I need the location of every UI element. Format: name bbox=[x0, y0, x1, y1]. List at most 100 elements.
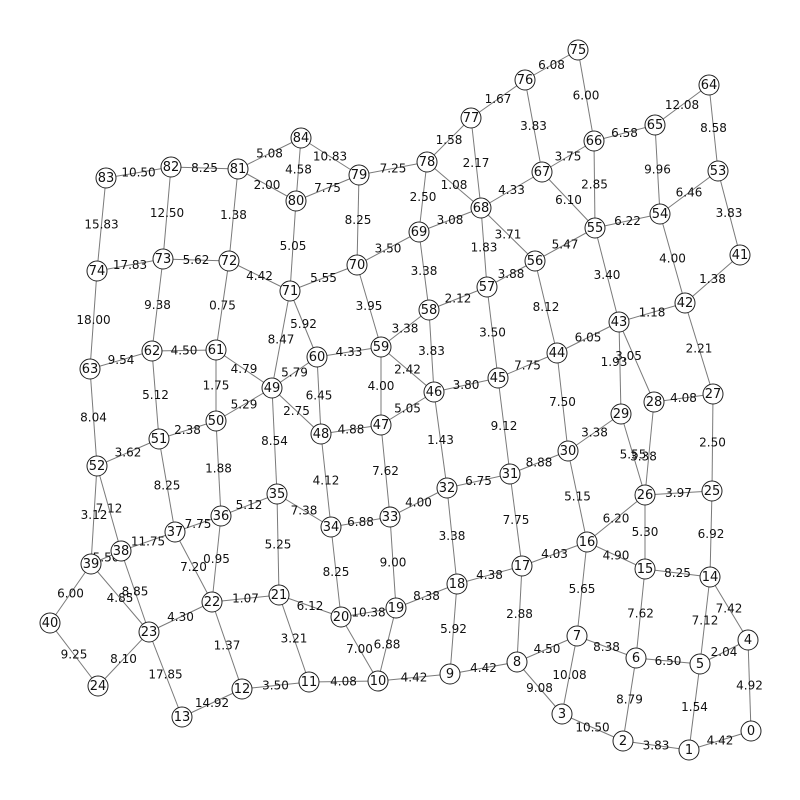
graph-node: 83 bbox=[95, 167, 117, 189]
edge-78-79 bbox=[358, 161, 428, 176]
edge-26-29 bbox=[620, 413, 646, 496]
node-label: 13 bbox=[174, 710, 191, 725]
edge-weight-label: 3.83 bbox=[716, 206, 743, 220]
edge-55-67 bbox=[541, 171, 596, 229]
node-label: 70 bbox=[349, 258, 366, 273]
graph-node: 53 bbox=[707, 160, 729, 182]
node-label: 49 bbox=[264, 381, 281, 396]
edge-weight-label: 3.80 bbox=[453, 378, 480, 392]
node-label: 69 bbox=[411, 225, 428, 240]
node-circle bbox=[702, 383, 724, 405]
edge-weight-label: 5.65 bbox=[569, 582, 596, 596]
edge-weight-label: 8.04 bbox=[80, 411, 107, 425]
node-label: 82 bbox=[163, 160, 180, 175]
node-label: 28 bbox=[646, 395, 663, 410]
graph-node: 74 bbox=[86, 260, 108, 282]
graph-node: 4 bbox=[737, 629, 759, 651]
edge-1-2 bbox=[622, 740, 690, 751]
edge-63-74 bbox=[89, 270, 98, 370]
edge-weight-label: 1.37 bbox=[214, 639, 241, 653]
node-circle bbox=[86, 455, 108, 477]
edge-weight-label: 2.21 bbox=[686, 342, 713, 356]
edge-weight-label: 4.92 bbox=[736, 679, 763, 693]
node-circle bbox=[141, 340, 163, 362]
edge-weight-label: 8.85 bbox=[122, 585, 149, 599]
nodes-layer: 0123456789101112131415161718192021222324… bbox=[39, 39, 762, 761]
edge-48-60 bbox=[316, 356, 322, 435]
edge-labels-layer: 4.424.923.831.5410.508.799.0810.082.047.… bbox=[57, 58, 763, 753]
edge-12-13 bbox=[181, 688, 243, 718]
edge-weight-label: 1.75 bbox=[203, 379, 230, 393]
node-label: 47 bbox=[373, 418, 390, 433]
graph-node: 57 bbox=[476, 276, 498, 298]
node-label: 79 bbox=[351, 168, 368, 183]
edge-weight-label: 3.38 bbox=[581, 426, 608, 440]
edge-weight-label: 2.17 bbox=[463, 156, 490, 170]
node-label: 34 bbox=[323, 520, 340, 535]
edge-55-66 bbox=[593, 140, 596, 229]
node-circle bbox=[729, 244, 751, 266]
edge-0-1 bbox=[688, 730, 752, 751]
node-label: 18 bbox=[449, 577, 466, 592]
edge-weight-label: 8.25 bbox=[345, 213, 372, 227]
graph-node: 17 bbox=[511, 555, 533, 577]
edge-70-71 bbox=[289, 264, 358, 292]
node-circle bbox=[39, 612, 61, 634]
node-label: 43 bbox=[611, 315, 628, 330]
node-label: 56 bbox=[527, 254, 544, 269]
edge-41-42 bbox=[684, 254, 741, 304]
edge-weight-label: 10.38 bbox=[351, 606, 385, 620]
edge-weight-label: 2.50 bbox=[699, 436, 726, 450]
edge-54-65 bbox=[654, 124, 661, 215]
edge-weight-label: 7.75 bbox=[185, 517, 212, 531]
graph-node: 79 bbox=[348, 164, 370, 186]
graph-node: 0 bbox=[740, 720, 762, 742]
edge-67-68 bbox=[480, 171, 543, 209]
graph-node: 81 bbox=[227, 158, 249, 180]
node-label: 73 bbox=[155, 252, 172, 267]
edge-16-30 bbox=[567, 450, 588, 543]
edge-weight-label: 8.54 bbox=[261, 434, 288, 448]
edge-12-22 bbox=[211, 601, 243, 690]
edge-weight-label: 4.00 bbox=[659, 252, 686, 266]
graph-node: 35 bbox=[266, 483, 288, 505]
edge-weight-label: 8.88 bbox=[526, 456, 553, 470]
node-label: 52 bbox=[89, 459, 106, 474]
node-label: 48 bbox=[313, 427, 330, 442]
edge-weight-label: 3.62 bbox=[115, 446, 142, 460]
edge-25-26 bbox=[644, 490, 713, 496]
edge-60-71 bbox=[289, 290, 318, 358]
node-label: 53 bbox=[710, 164, 727, 179]
edge-69-70 bbox=[356, 231, 420, 266]
edge-weight-label: 1.38 bbox=[220, 208, 247, 222]
edge-10-11 bbox=[308, 680, 379, 683]
edge-71-80 bbox=[289, 200, 297, 292]
edge-64-65 bbox=[654, 84, 710, 126]
edge-80-84 bbox=[295, 137, 302, 202]
graph-node: 51 bbox=[148, 428, 170, 450]
edge-weight-label: 12.50 bbox=[150, 206, 184, 220]
edge-weight-label: 6.50 bbox=[655, 654, 682, 668]
node-circle bbox=[557, 440, 579, 462]
edge-8-9 bbox=[449, 661, 518, 675]
edge-65-66 bbox=[593, 124, 656, 142]
node-label: 60 bbox=[309, 350, 326, 365]
graph-node: 52 bbox=[86, 455, 108, 477]
edge-11-21 bbox=[278, 594, 310, 683]
edge-42-54 bbox=[659, 213, 686, 304]
edge-weight-label: 3.21 bbox=[281, 632, 308, 646]
node-circle bbox=[266, 483, 288, 505]
edge-weight-label: 9.12 bbox=[491, 419, 518, 433]
node-circle bbox=[499, 463, 521, 485]
edge-weight-label: 7.62 bbox=[627, 607, 654, 621]
edge-59-60 bbox=[316, 346, 382, 358]
edge-32-33 bbox=[389, 487, 448, 518]
edge-61-62 bbox=[151, 349, 217, 352]
edge-weight-label: 5.55 bbox=[620, 448, 647, 462]
edge-weight-label: 5.30 bbox=[632, 525, 659, 539]
node-circle bbox=[566, 625, 588, 647]
graph-node: 46 bbox=[423, 381, 445, 403]
edge-weight-label: 5.47 bbox=[552, 238, 579, 252]
graph-node: 76 bbox=[514, 69, 536, 91]
